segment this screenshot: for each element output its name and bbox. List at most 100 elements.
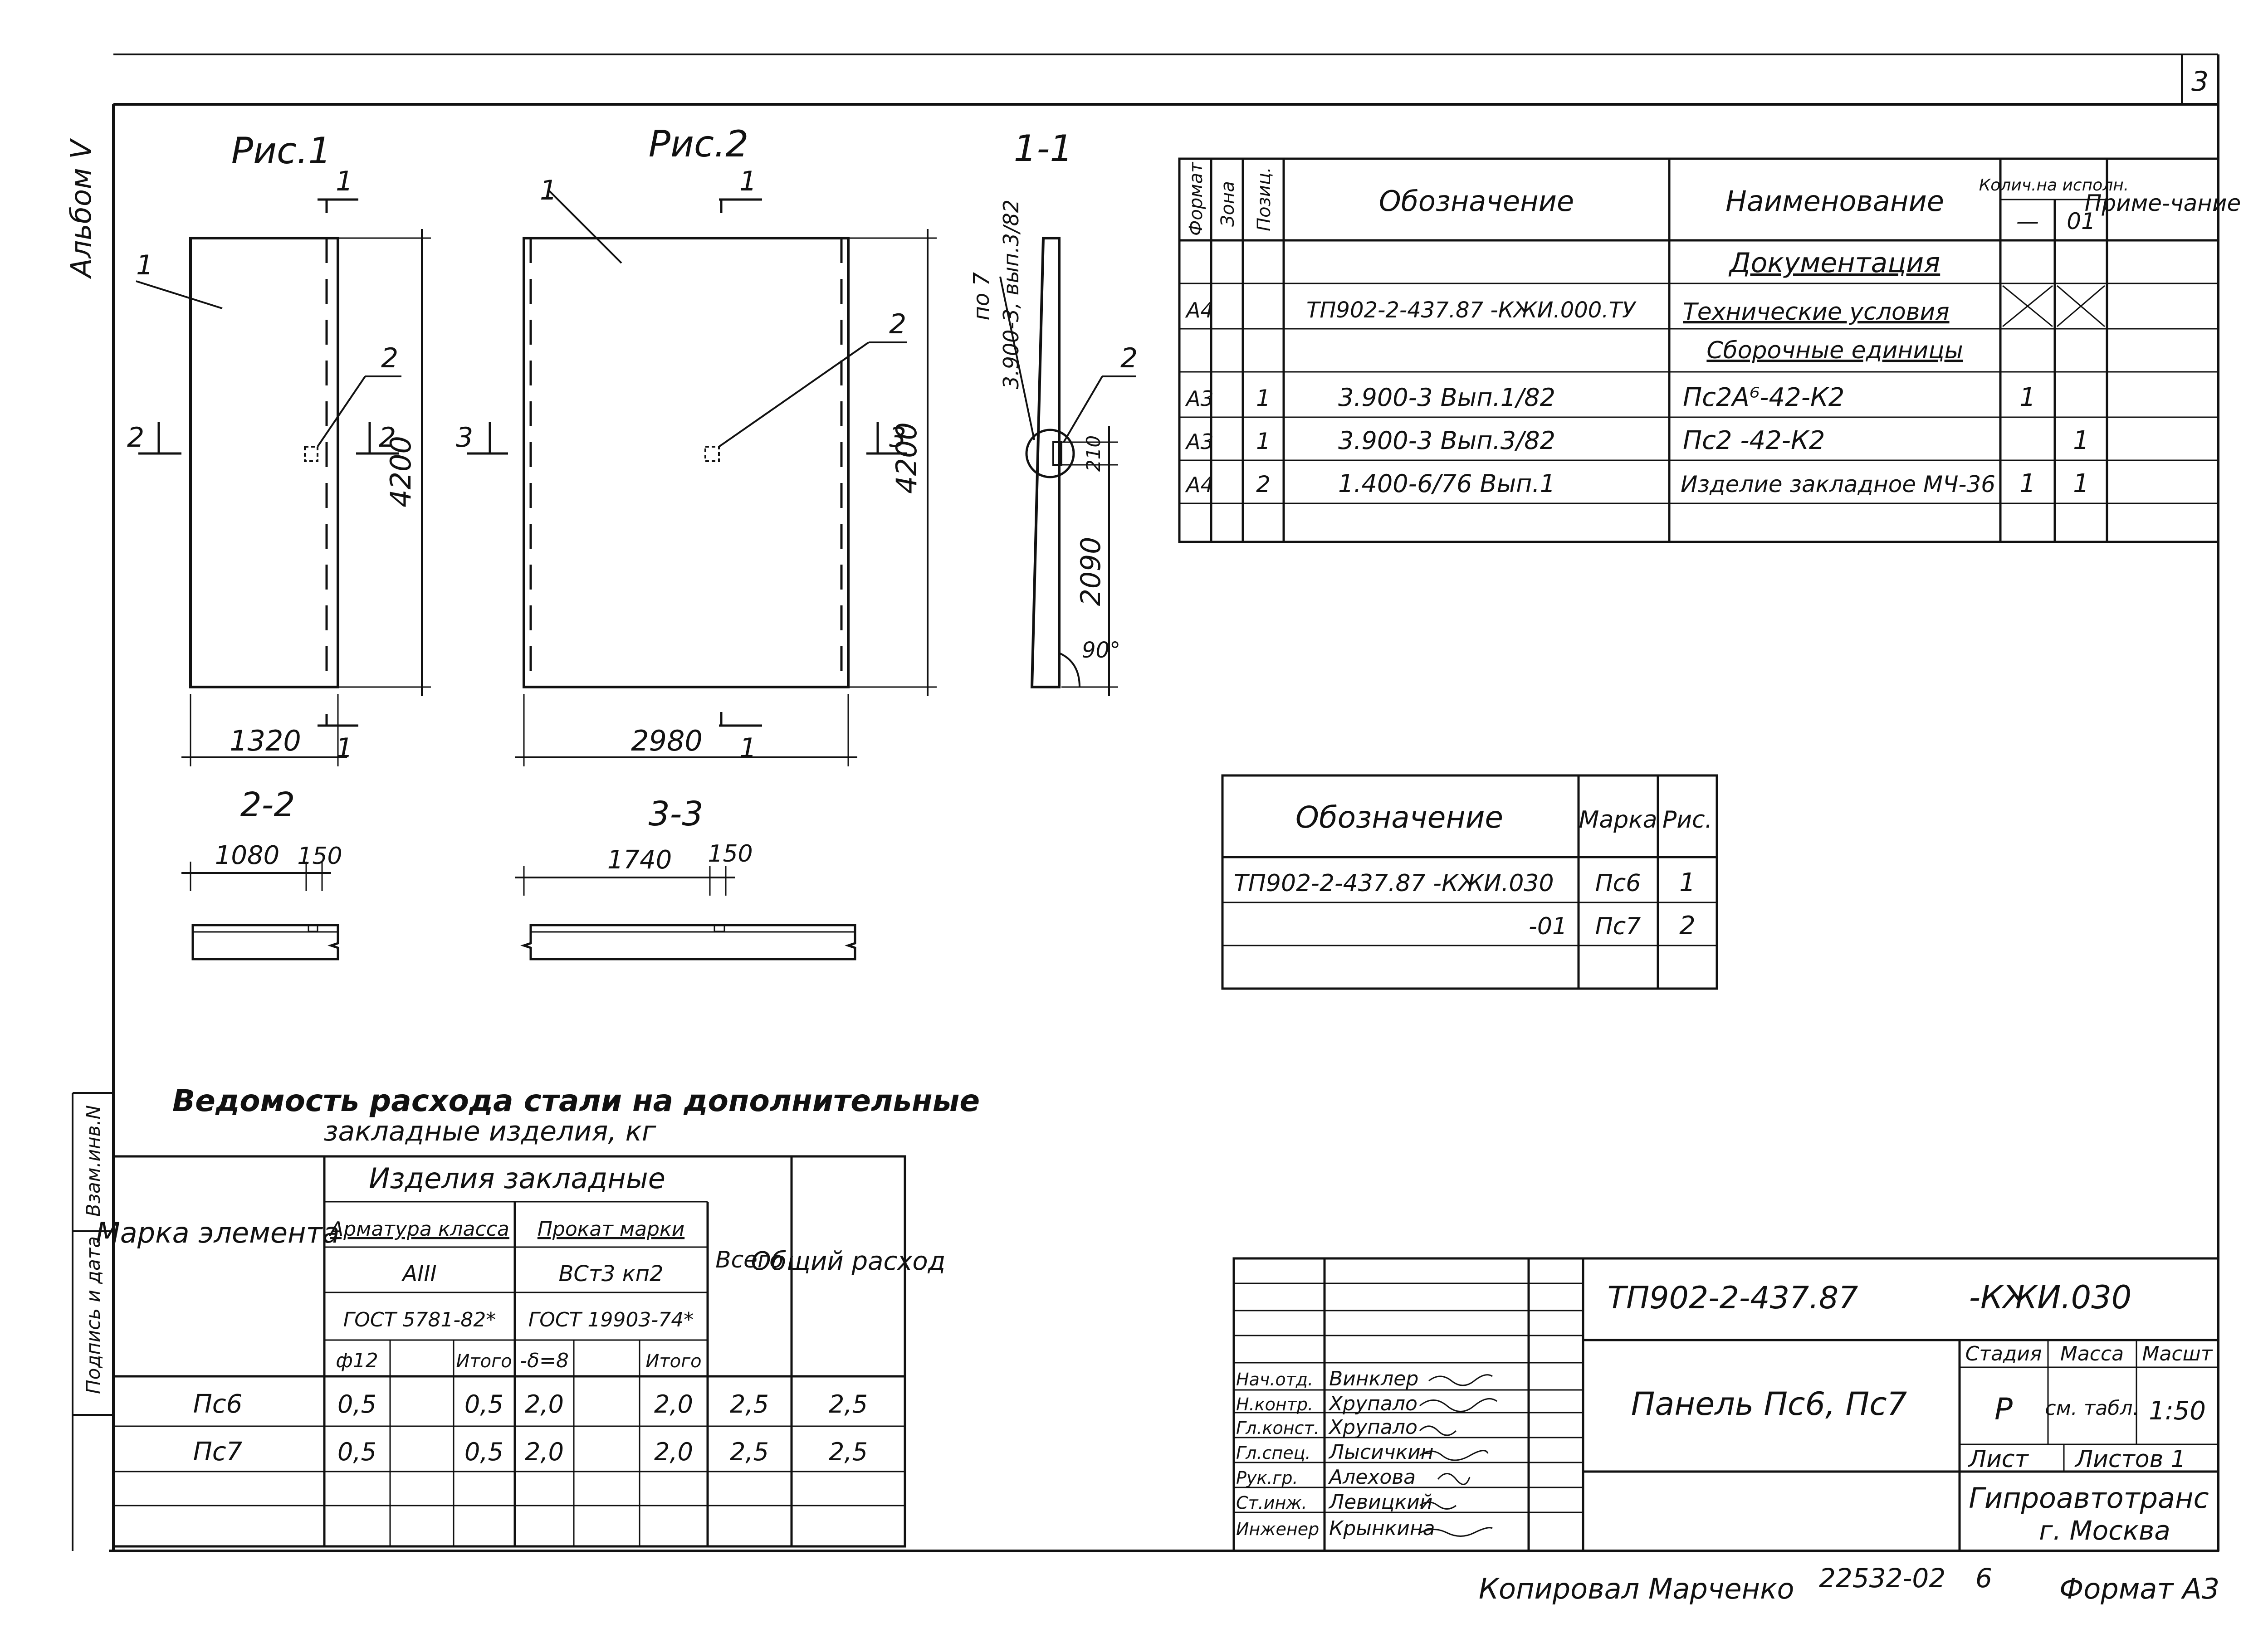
spec-row: А3 1 3.900-3 Вып.3/82 Пс2 -42-К2 1 [1185,426,2089,455]
figure-2-section-top: 1 [739,166,757,197]
figure-1-label-2: 2 [381,342,398,374]
steel-row-itogo-1: 0,5 [464,1438,503,1466]
title-block-grid [1232,1257,2219,1552]
spec-row-qty-b: 1 [2073,469,2089,498]
steel-row-mark: Пс6 [193,1389,243,1419]
figure-2-title: Рис.2 [649,123,749,165]
footer-format: Формат А3 [2059,1572,2219,1605]
spec-row-format: А4 [1185,473,1214,497]
spec-col-zone: Зона [1217,181,1238,227]
steel-row: Пс6 0,5 0,5 2,0 2,0 2,5 2,5 [193,1389,868,1419]
section-3-3-title: 3-3 [649,795,704,834]
title-block-stage: Р [1994,1392,2013,1427]
steel-sub-itogo-1: Итого [456,1351,512,1372]
figure-1-title: Рис.1 [231,130,332,172]
person-name: Лысичкин [1328,1441,1434,1464]
spec-row-name: Изделие закладное МЧ-36 [1681,471,1995,497]
mark-row-fig: 1 [1679,868,1696,897]
figure-1-label-1: 1 [136,249,153,281]
title-block-person: Рук.гр. Алехова [1236,1466,1416,1489]
steel-sub-phi: ф12 [336,1349,378,1372]
figure-2-label-1: 1 [540,175,557,206]
steel-sub-itogo-2: Итого [645,1351,701,1372]
side-stamp-inv-label: Взам.инв.N [82,1105,104,1217]
person-name: Крынкина [1329,1517,1435,1540]
title-block-org-1: Гипроавтотранс [1969,1482,2209,1515]
title-block-sheet-label: Лист [1968,1446,2029,1473]
steel-row-overall: 2,5 [829,1390,868,1419]
steel-col-rolled: Прокат марки [538,1218,684,1241]
title-block-code-suffix: -КЖИ.030 [1969,1279,2132,1316]
steel-row-mark: Пс7 [193,1437,243,1467]
section-3-3-dim-a: 1740 [607,845,672,875]
person-role: Гл.спец. [1236,1443,1311,1463]
steel-col-total: Всего [715,1247,783,1273]
section-1-1-ref: 3.900-3, вып.3/82 [999,200,1023,389]
steel-row-phi: 0,5 [337,1438,376,1466]
section-1-1-note: по 7 [969,272,994,321]
title-block-org-2: г. Москва [2039,1515,2170,1546]
section-2-2-dim-b: 150 [297,843,342,870]
steel-row-delta: 2,0 [525,1390,564,1419]
section-3-3: 3-3 1740 150 [515,795,856,960]
footer-page: 6 [1975,1563,1992,1594]
figure-1-width-dim: 1320 [230,724,301,757]
spec-col-qty-a: — [2016,208,2039,234]
steel-row-delta: 2,0 [525,1438,564,1466]
spec-col-designation: Обозначение [1379,185,1574,218]
mark-table-grid [1221,774,1718,990]
title-block-mass: см. табл. [2045,1397,2139,1420]
spec-row-designation: 3.900-3 Вып.3/82 [1338,426,1555,455]
steel-row-overall: 2,5 [829,1438,868,1466]
section-1-1-label-2: 2 [1120,342,1138,374]
spec-row-pos: 1 [1256,428,1271,454]
figure-1-section-mark-right: 2 [379,422,396,453]
steel-rolled-gost: ГОСТ 19903-74* [528,1308,694,1331]
title-block-code: ТП902-2-437.87 [1608,1280,1858,1316]
spec-col-qty-b: 01 [2067,208,2096,234]
section-1-1-dim-large: 2090 [1075,537,1107,606]
person-name: Алехова [1328,1466,1416,1489]
mark-row: -01 Пс7 2 [1529,911,1696,941]
title-block-person: Гл.конст. Хрупало [1236,1416,1418,1439]
title-block-stage-label: Стадия [1965,1342,2042,1365]
sheet-corner-mark: 3 [2191,66,2209,97]
title-block-person: Н.контр. Хрупало [1236,1392,1418,1415]
person-role: Рук.гр. [1236,1468,1298,1488]
section-1-1-dim-small: 210 [1082,435,1105,472]
spec-table-grid [1178,157,2219,543]
figure-2-section-mark-right: 3 [889,422,906,453]
steel-row-itogo-2: 2,0 [654,1390,693,1419]
title-block-title: Панель Пс6, Пс7 [1631,1385,1907,1423]
title-block-person: Гл.спец. Лысичкин [1236,1441,1434,1464]
person-role: Н.контр. [1236,1394,1313,1414]
spec-row-format: А3 [1185,386,1214,411]
mark-col-fig: Рис. [1662,806,1712,834]
spec-row-qty-a: 1 [2019,469,2036,498]
steel-row-total: 2,5 [730,1438,769,1466]
section-2-2-title: 2-2 [240,785,295,824]
steel-rebar-class: АIII [401,1261,436,1287]
figure-2: Рис.2 1 1 1 2 3 3 4200 2980 [456,123,937,766]
figure-1-height-dim: 4200 [384,436,417,507]
steel-row-itogo-1: 0,5 [464,1390,503,1419]
spec-row: А3 1 3.900-3 Вып.1/82 Пс2А⁶-42-К2 1 [1185,383,2036,412]
steel-table-grid [112,1155,906,1548]
title-block-person: Ст.инж. Левицкий [1236,1491,1432,1514]
steel-rolled-grade: ВСт3 кп2 [558,1261,663,1287]
figure-2-height-dim: 4200 [890,422,923,494]
spec-row-name: Пс2 -42-К2 [1683,426,1825,455]
steel-table-title-2: закладные изделия, кг [324,1116,656,1147]
figure-1-section-mark: 2 [127,422,144,453]
title-block-person: Нач.отд. Винклер [1236,1367,1418,1390]
mark-row: ТП902-2-437.87 -КЖИ.030 Пс6 1 [1234,868,1696,897]
spec-row-pos: 2 [1256,471,1271,497]
section-1-1: 1-1 по 7 3.900-3, вып.3/82 2 210 2090 90… [969,127,1138,696]
spec-row-designation: 3.900-3 Вып.1/82 [1338,383,1555,412]
steel-col-rebar: Арматура класса [328,1218,509,1241]
person-role: Нач.отд. [1236,1370,1313,1389]
section-1-1-angle: 90° [1082,638,1120,663]
spec-col-format: Формат [1186,161,1207,236]
steel-table-title-1: Ведомость расхода стали на дополнительны… [172,1083,980,1118]
